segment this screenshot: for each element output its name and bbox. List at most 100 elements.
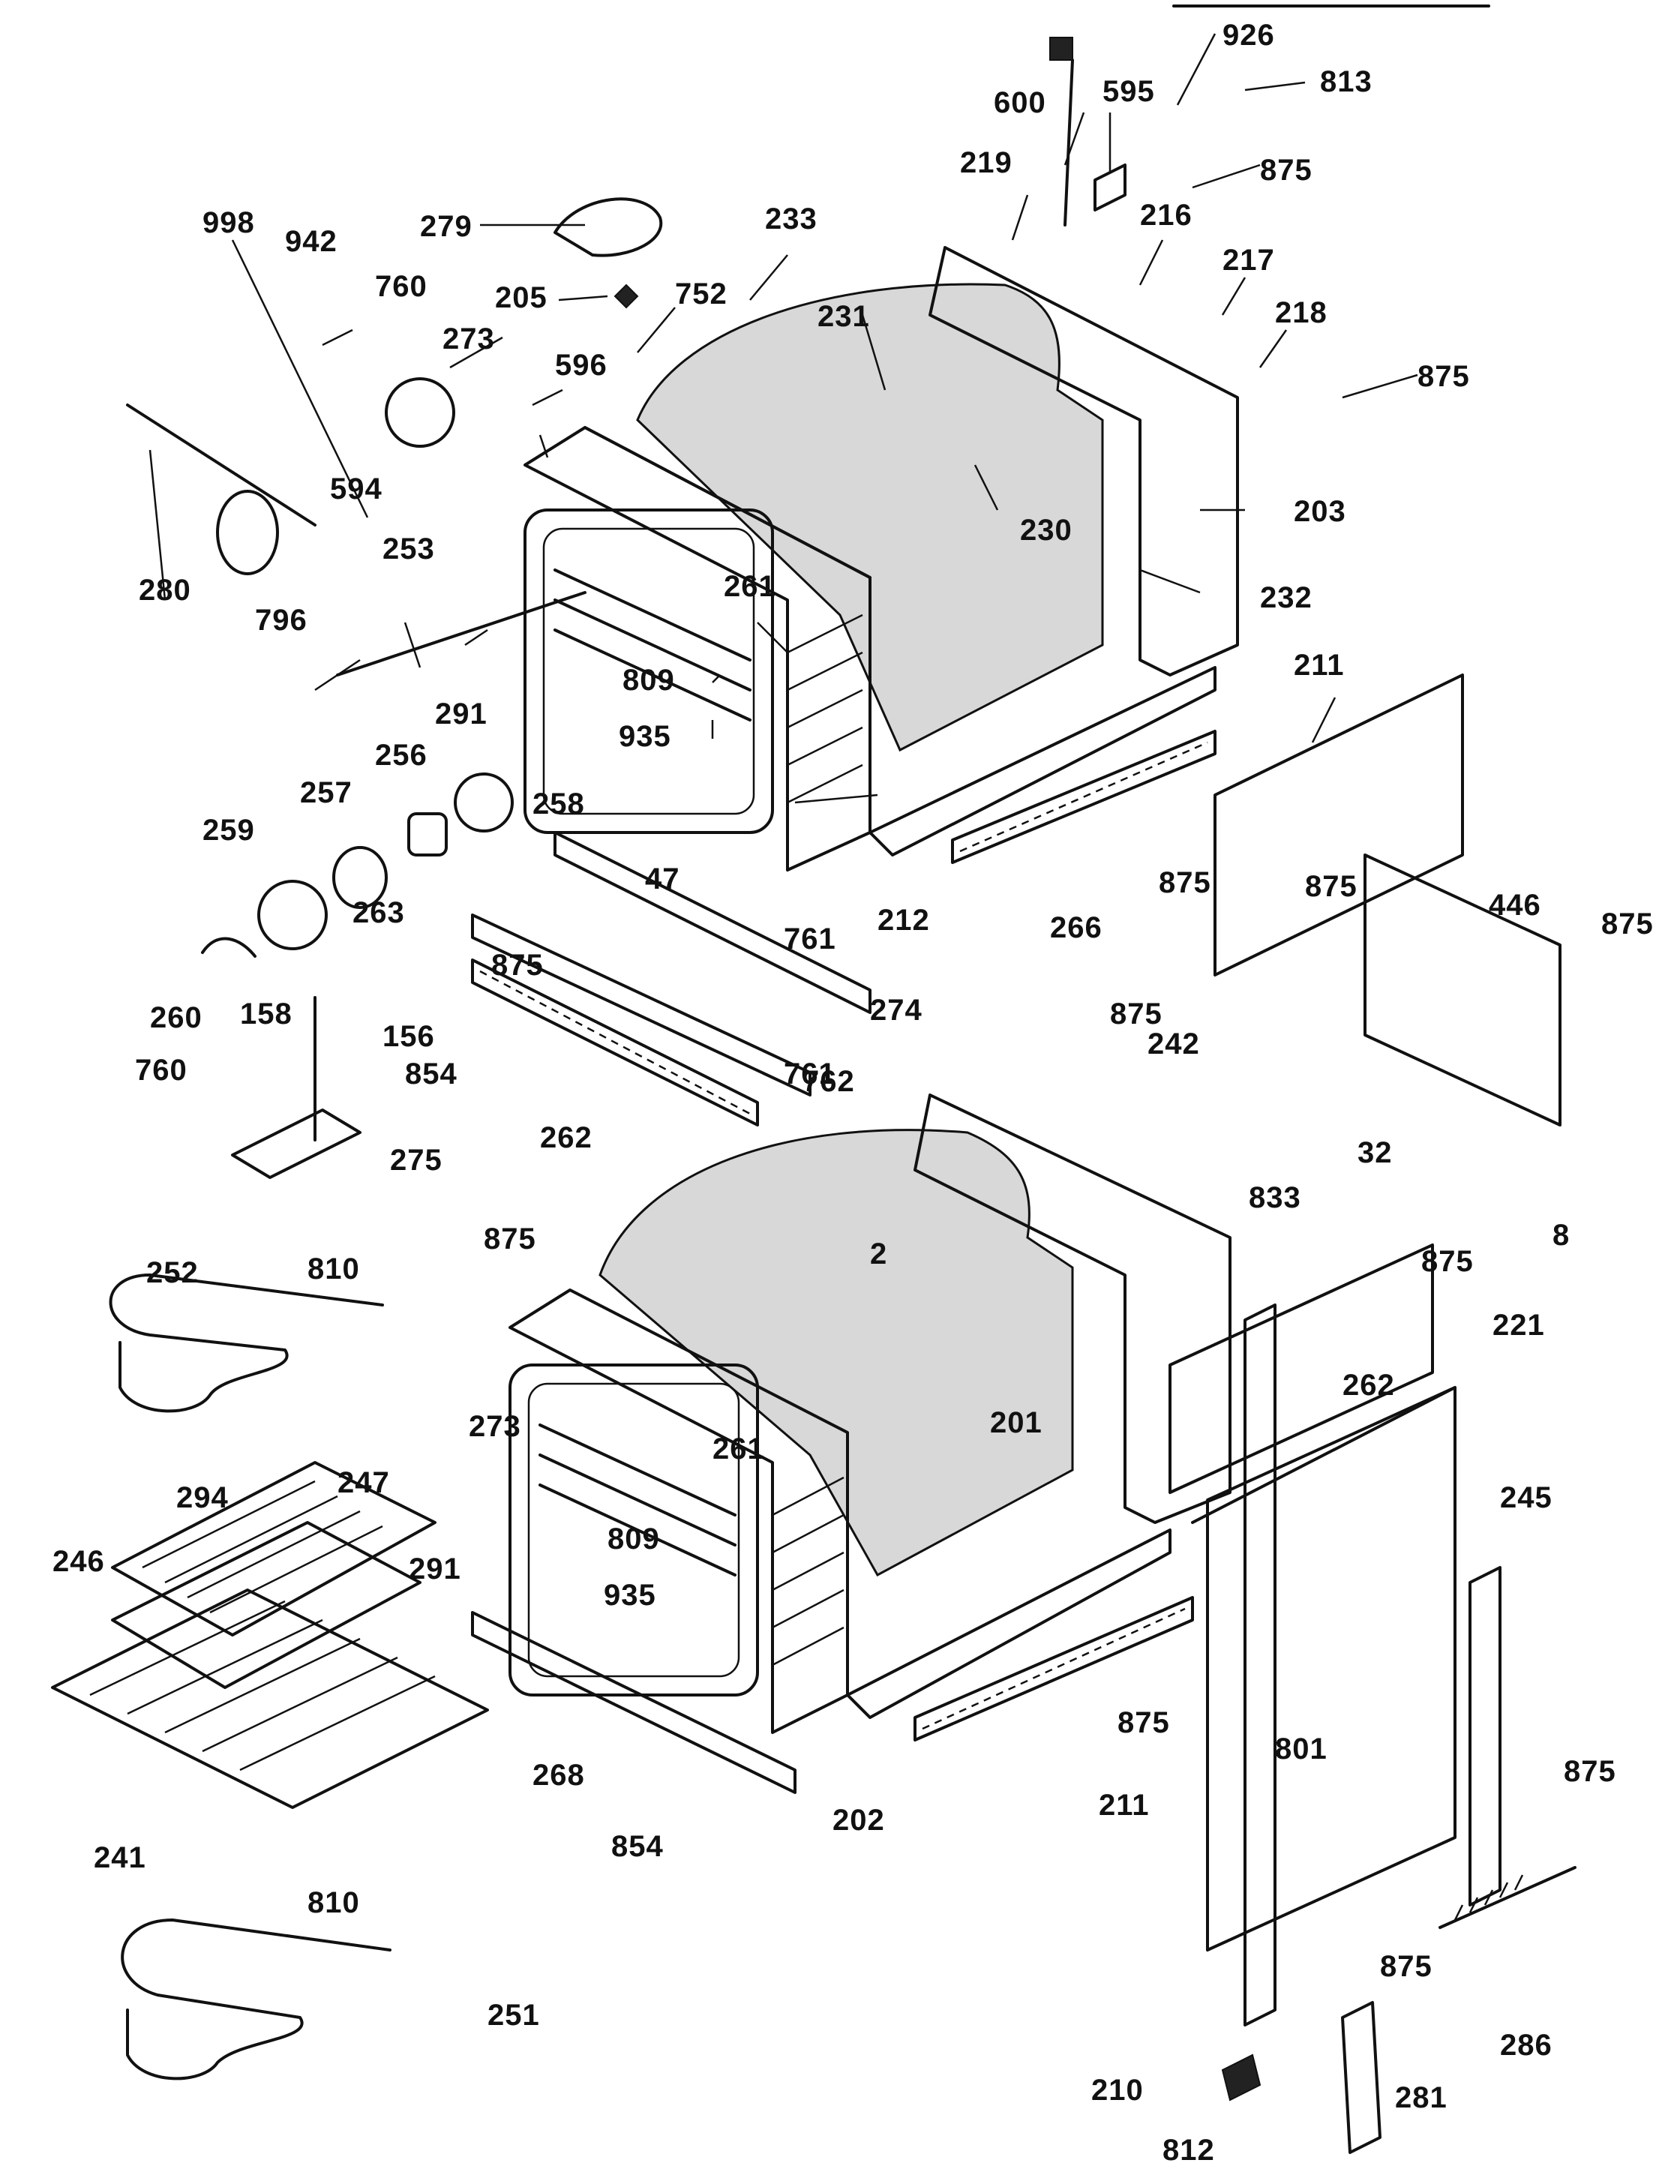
rack-241 <box>51 1588 489 1809</box>
callout-251: 251 <box>488 1999 540 2032</box>
callout-233: 233 <box>765 202 818 236</box>
callout-218: 218 <box>1275 296 1328 329</box>
callout-762: 762 <box>802 1065 855 1098</box>
callout-796: 796 <box>255 604 308 637</box>
callout-760-repeat-11: 760 <box>135 1054 188 1087</box>
callout-246: 246 <box>52 1545 105 1578</box>
callout-875-repeat-5: 875 <box>1421 1245 1474 1278</box>
clip-260 <box>201 937 256 958</box>
callout-291-repeat-14: 291 <box>409 1552 461 1586</box>
upper-cavity-top-edge <box>584 426 872 579</box>
callout-595: 595 <box>1102 75 1155 108</box>
upper-back-panel <box>928 246 1239 676</box>
bar-263 <box>471 914 812 1096</box>
callout-241: 241 <box>94 1841 146 1874</box>
callout-8: 8 <box>1552 1219 1570 1252</box>
callout-247: 247 <box>338 1466 390 1499</box>
callout-262-repeat-18: 262 <box>1342 1369 1395 1402</box>
lower-back-panel <box>914 1094 1232 1524</box>
callout-2: 2 <box>870 1238 887 1270</box>
callout-261: 261 <box>724 570 776 603</box>
bracket-245 <box>1468 1566 1502 1906</box>
callout-596: 596 <box>555 349 608 382</box>
callout-268: 268 <box>532 1759 585 1792</box>
callout-446: 446 <box>1489 889 1541 922</box>
upper-rack-supports <box>554 568 752 722</box>
side-panel-446 <box>1364 854 1562 1126</box>
callout-942: 942 <box>285 225 338 258</box>
broil-pan-247 <box>111 1461 436 1636</box>
callout-273-repeat-12: 273 <box>469 1410 521 1443</box>
callout-258: 258 <box>532 788 585 820</box>
callout-210: 210 <box>1091 2074 1144 2107</box>
probe-600 <box>1056 44 1074 226</box>
callout-211-repeat-19: 211 <box>1099 1789 1150 1822</box>
bar-274 <box>554 831 872 1014</box>
callout-833: 833 <box>1249 1181 1301 1214</box>
callout-809-repeat-15: 809 <box>608 1522 660 1556</box>
lower-insulation <box>598 1129 1074 1577</box>
bulb-257 <box>332 846 388 909</box>
hinge-assembly <box>1221 1866 1576 2154</box>
callout-256: 256 <box>375 739 428 772</box>
callout-875-repeat-10: 875 <box>484 1222 536 1256</box>
callout-935: 935 <box>619 720 671 753</box>
callout-761-repeat-21: 761 <box>784 1058 836 1090</box>
callout-875-repeat-0: 875 <box>1418 360 1470 393</box>
callout-219: 219 <box>960 146 1012 179</box>
bracket-595 <box>1094 164 1126 212</box>
callout-257: 257 <box>300 776 352 809</box>
callout-242: 242 <box>1148 1028 1200 1060</box>
callout-216: 216 <box>1140 199 1192 232</box>
callout-291: 291 <box>435 698 488 730</box>
callout-263: 263 <box>352 896 405 929</box>
upper-oven-cavity <box>524 246 1239 872</box>
callout-801: 801 <box>1275 1732 1328 1766</box>
lower-front-frame <box>508 1364 759 1696</box>
callout-260: 260 <box>150 1001 202 1034</box>
callout-253: 253 <box>382 532 435 566</box>
hinge-281 <box>1341 2001 1382 2154</box>
callout-252: 252 <box>146 1256 199 1289</box>
callout-935-repeat-16: 935 <box>604 1579 656 1612</box>
lower-bottom-rail <box>846 1528 1172 1719</box>
callout-205: 205 <box>495 281 548 314</box>
elements-and-racks <box>51 1274 489 2080</box>
callout-201: 201 <box>990 1406 1042 1439</box>
sensor-280 <box>126 404 316 526</box>
top-components <box>126 37 1126 676</box>
callout-875-repeat-1: 875 <box>1159 866 1211 899</box>
callout-761: 761 <box>784 922 836 956</box>
bar-253 <box>336 591 586 676</box>
callout-202: 202 <box>832 1804 885 1837</box>
lower-oven-cavity <box>471 1094 1232 1794</box>
side-panel-upper <box>1214 674 1464 976</box>
callout-203: 203 <box>1294 495 1346 528</box>
callout-labels: 926 813 600 595 875 219 216 217 218 279 … <box>52 19 1570 2167</box>
callout-809: 809 <box>622 664 675 697</box>
callout-274: 274 <box>870 994 922 1027</box>
callout-273: 273 <box>442 322 495 356</box>
callout-221: 221 <box>1492 1309 1545 1342</box>
light-assembly <box>201 772 514 958</box>
callout-854: 854 <box>405 1058 458 1090</box>
upper-front-frame <box>524 508 774 834</box>
upper-front-frame-inner <box>542 527 755 815</box>
socket-256 <box>407 812 448 856</box>
plate-275 <box>231 1108 362 1179</box>
callout-261-repeat-13: 261 <box>712 1432 765 1466</box>
callout-875-repeat-6: 875 <box>1118 1706 1170 1739</box>
bake-element-251 <box>121 1918 392 2080</box>
vent-trim-lower <box>914 1596 1194 1742</box>
lower-front-frame-inner <box>527 1382 740 1678</box>
callout-854-repeat-17: 854 <box>611 1830 664 1863</box>
callout-875: 875 <box>1260 154 1312 187</box>
callout-231: 231 <box>818 300 870 333</box>
callout-875-repeat-9: 875 <box>491 949 544 982</box>
callout-926: 926 <box>1222 19 1275 52</box>
callout-281: 281 <box>1395 2081 1448 2114</box>
vertical-channel <box>1244 1304 1276 2026</box>
callout-875-repeat-2: 875 <box>1305 870 1358 903</box>
callout-752: 752 <box>675 278 728 310</box>
